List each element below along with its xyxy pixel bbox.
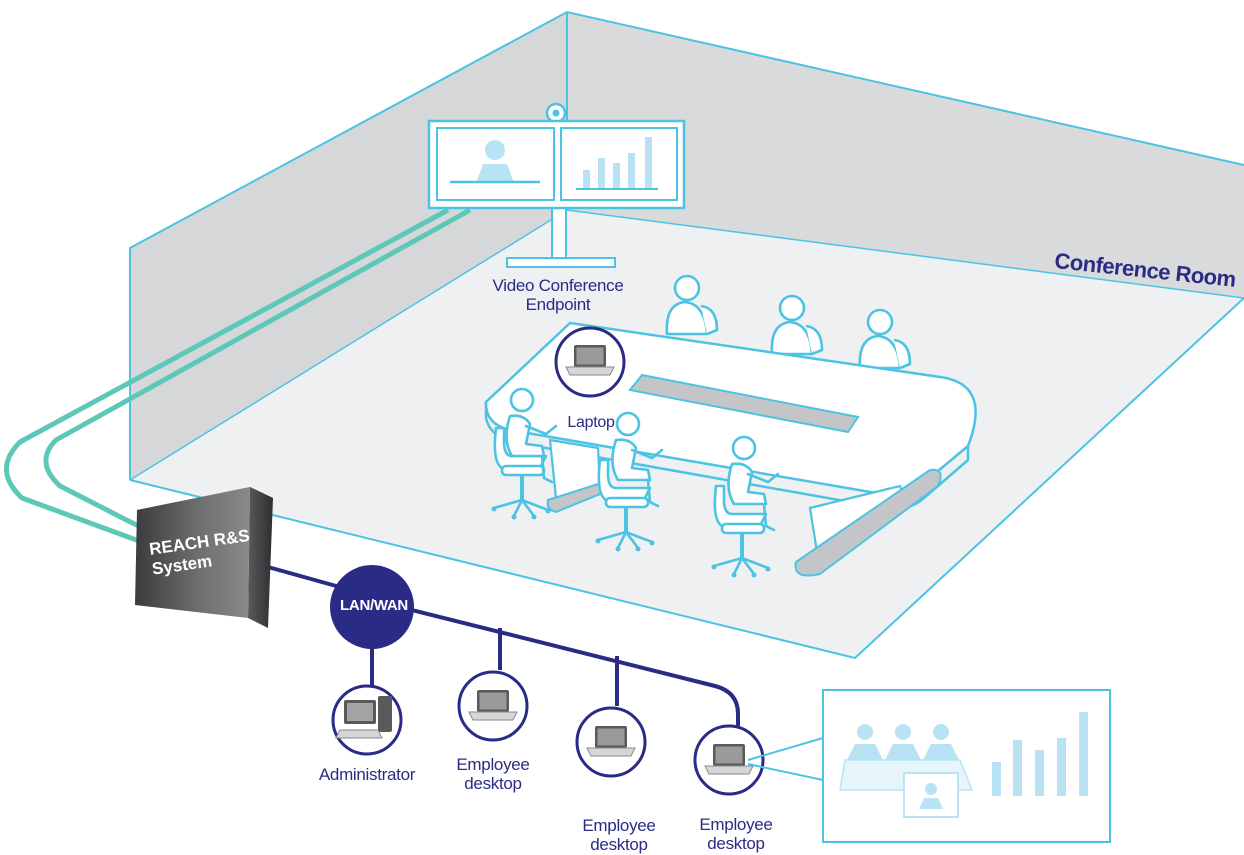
- laptop-label: Laptop: [567, 414, 615, 431]
- endpoint-label: Video Conference Endpoint: [470, 276, 646, 314]
- administrator-label: Administrator: [307, 765, 427, 784]
- lan-wan-node: [330, 565, 414, 649]
- employee-label-3-line1: Employee: [699, 815, 773, 834]
- administrator-label-line1: Administrator: [318, 765, 416, 784]
- employee-node-1: [457, 670, 529, 742]
- lan-wan-label: LAN/WAN: [340, 597, 408, 614]
- employee-label-2: Employee desktop: [569, 816, 669, 854]
- reach-system-box: [135, 487, 273, 628]
- bar-chart-icon: [576, 137, 658, 190]
- employee-node-2: [575, 706, 647, 778]
- room-back-wall: [567, 12, 1244, 298]
- endpoint-label-line2: Endpoint: [525, 295, 591, 314]
- employee-label-1: Employee desktop: [443, 755, 543, 793]
- laptop-node: [554, 326, 626, 398]
- employee-label-1-line2: desktop: [464, 774, 522, 793]
- room-outline-floor: [129, 297, 1244, 660]
- computer-icon: [335, 696, 392, 739]
- room-outline-top: [129, 10, 1244, 480]
- employee-label-2-line2: desktop: [590, 835, 648, 854]
- employee-label-3-line2: desktop: [707, 834, 765, 853]
- employee-label-1-line1: Employee: [456, 755, 530, 774]
- employee-node-3: [693, 724, 765, 796]
- remote-view-callout: [747, 689, 1111, 843]
- employee-label-3: Employee desktop: [686, 815, 786, 853]
- employee-label-2-line1: Employee: [582, 816, 656, 835]
- video-conference-endpoint: [427, 102, 686, 268]
- administrator-node: [331, 684, 403, 756]
- remote-room-view: [839, 724, 974, 818]
- person-icon: [450, 140, 540, 184]
- av-cables: [4, 207, 472, 548]
- bar-chart-icon: [992, 712, 1088, 796]
- endpoint-label-line1: Video Conference: [492, 276, 624, 295]
